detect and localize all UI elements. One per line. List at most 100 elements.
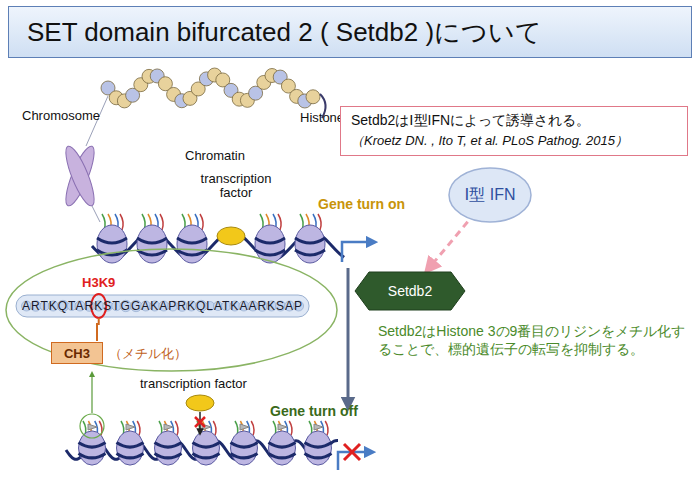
dna-wrap [137, 250, 167, 255]
chromosome-arm [61, 143, 100, 208]
chromatin-bead [306, 90, 320, 104]
gene-on-arrow [342, 242, 372, 262]
title-box: SET domain bifurcated 2 ( Setdb2 )について [8, 6, 692, 58]
methyl-flag [126, 424, 135, 430]
histone-octamer [269, 431, 296, 465]
methyl-flag [164, 424, 173, 430]
dna-wrap [269, 453, 296, 458]
setdb2-hexagon-shape [355, 272, 465, 310]
dna-wrap [97, 238, 127, 243]
ifn-ellipse-text: Ⅰ型 IFN [464, 186, 516, 204]
h3-ellipse: H3K9 （メチル化） ARTKQTARKSTGGAKAPRKQLATKAARKSA… [5, 248, 338, 372]
chromatin-illustration [61, 68, 372, 470]
nucleosome [117, 421, 144, 465]
histone-octamer [177, 225, 207, 263]
nucleosome [155, 421, 182, 465]
methyl-flag [240, 424, 249, 430]
dna-wrap [269, 443, 296, 448]
part-label: Histone [300, 110, 344, 125]
h3-ellipse-shape [6, 249, 337, 371]
dna-wrap [177, 250, 207, 255]
reference-box-text: Setdb2はⅠ型IFNによって誘導される。 [351, 112, 677, 130]
part-label: transcription factor [140, 376, 247, 391]
dna-wrap [295, 250, 325, 255]
nucleosome [97, 214, 127, 263]
part-label: Chromosome [22, 108, 100, 123]
transcription-factor [217, 227, 245, 245]
histone-octamer [305, 431, 332, 465]
reference-box: Setdb2はⅠ型IFNによって誘導される。 （Kroetz DN. , Ito … [340, 106, 688, 156]
block-cross [195, 417, 205, 427]
histone-octamer [295, 225, 325, 263]
ch3-box-text: CH3 [64, 346, 90, 361]
dna-wrap [117, 453, 144, 458]
dna-wrap [155, 453, 182, 458]
ifn-ellipse-shape [449, 168, 531, 222]
dna-wrap [193, 443, 220, 448]
sequence-band [16, 295, 309, 317]
dna-wrap [231, 453, 258, 458]
ch3-box: CH3 [51, 342, 103, 364]
histone-tail [120, 214, 123, 230]
nucleosome [177, 214, 207, 263]
nucleosome [269, 421, 296, 465]
nucleosome [255, 214, 285, 263]
reference-box-text: （Kroetz DN. , Ito T, et al. PLoS Pathog.… [351, 132, 677, 150]
state-label: Gene turn on [318, 196, 405, 212]
dna-wrap [255, 238, 285, 243]
histone-octamer [79, 431, 106, 465]
nucleosome [79, 421, 106, 465]
h3-ellipse-text: H3K9 [82, 275, 115, 290]
note-text: Setdb2はHistone 3の9番目のリジンをメチル化することで、標的遺伝子… [378, 322, 690, 358]
histone-tail [278, 214, 281, 230]
histone-tail [318, 214, 321, 230]
histone-octamer [193, 431, 220, 465]
zoom-arrow [91, 374, 92, 413]
methyl-flag [314, 424, 323, 430]
dna-wrap [117, 443, 144, 448]
methyl-flag [88, 424, 97, 430]
histone-octamer [255, 225, 285, 263]
setdb2-hexagon-text: Setdb2 [388, 283, 432, 299]
histone-tail [160, 214, 163, 230]
histone-octamer [155, 431, 182, 465]
nucleosome [231, 421, 258, 465]
histone-tail [200, 214, 203, 230]
methyl-leader [97, 318, 99, 341]
state-label: Gene turn off [270, 403, 358, 419]
induction-arrow [428, 222, 467, 269]
dna-wrap [137, 238, 167, 243]
h3-ellipse-text: （メチル化） [109, 345, 187, 363]
setdb2-hexagon: Setdb2 [355, 272, 465, 310]
dna-wrap [79, 453, 106, 458]
title-text: SET domain bifurcated 2 ( Setdb2 )について [27, 15, 542, 50]
nucleosome [295, 214, 325, 263]
transcription-factor [186, 395, 214, 411]
dna-wrap [231, 443, 258, 448]
part-label: transcription factor [190, 172, 282, 201]
nucleosome [137, 214, 167, 263]
dna-wrap [193, 453, 220, 458]
dna-wrap [255, 250, 285, 255]
histone-sequence: ARTKQTARKSTGGAKAPRKQLATKAARKSAP [15, 294, 310, 318]
chromosome-arm [61, 143, 100, 208]
block-cross [344, 444, 360, 460]
process-arrow [347, 268, 350, 404]
histone-octamer [117, 431, 144, 465]
histone-sequence-text: ARTKQTARKSTGGAKAPRKQLATKAARKSAP [22, 299, 303, 313]
histone-octamer [137, 225, 167, 263]
dna-wrap [155, 443, 182, 448]
nucleosome [305, 421, 332, 465]
histone-octamer [97, 225, 127, 263]
histone-octamer [231, 431, 258, 465]
dna-wrap [305, 443, 332, 448]
dna-wrap [177, 238, 207, 243]
dna-wrap [79, 443, 106, 448]
zoom-circle [80, 414, 104, 438]
nucleosome [193, 421, 220, 465]
dna-wrap [295, 238, 325, 243]
dna-wrap [305, 453, 332, 458]
